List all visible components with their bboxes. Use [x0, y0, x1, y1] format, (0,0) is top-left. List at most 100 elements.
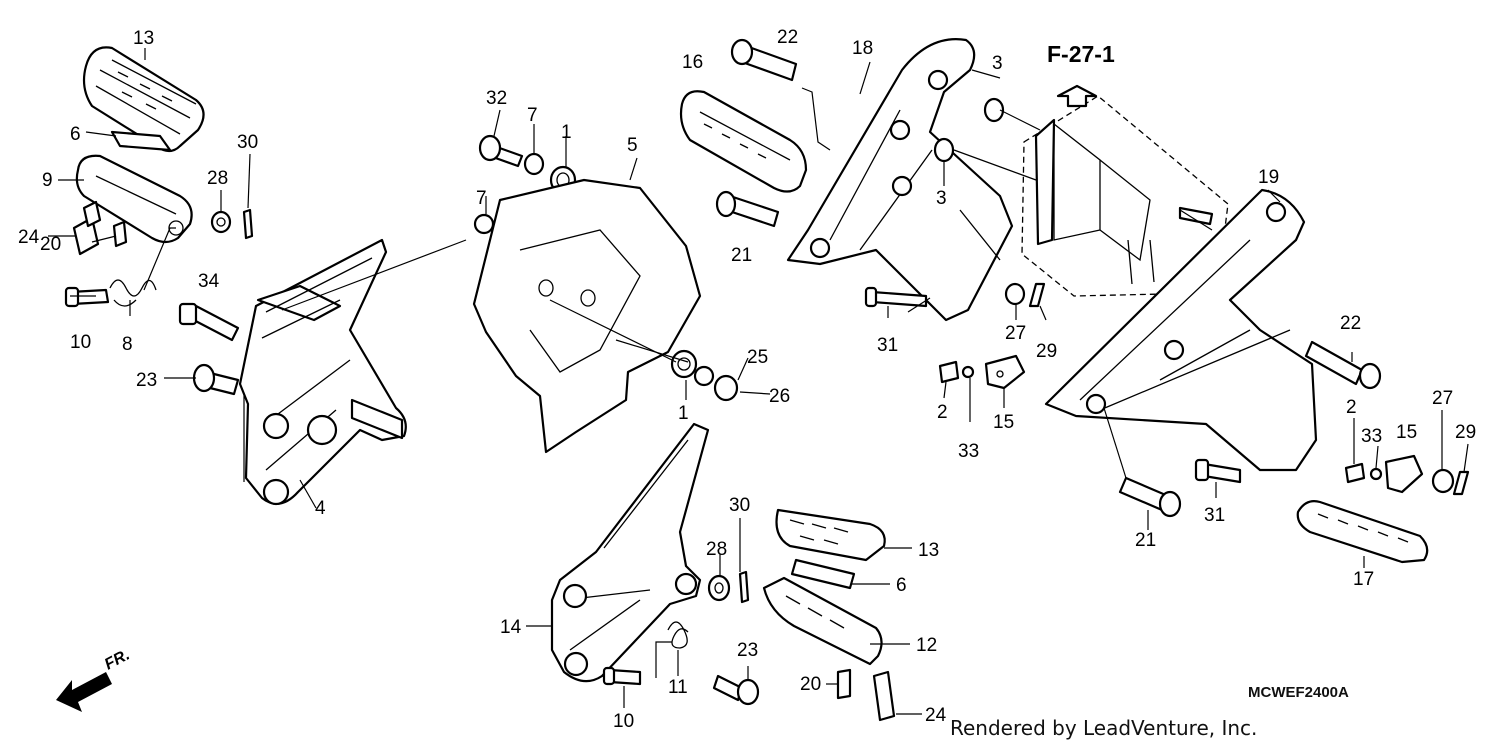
callout-10[interactable]: 10	[613, 711, 634, 732]
washer-27-right[interactable]	[1431, 468, 1455, 494]
pin-10-center[interactable]	[602, 666, 642, 686]
footpeg-bracket-left[interactable]	[75, 154, 193, 244]
callout-6[interactable]: 6	[70, 124, 81, 145]
bolt-22-top[interactable]	[730, 38, 798, 82]
footpeg-plate-left[interactable]	[110, 130, 172, 152]
callout-13[interactable]: 13	[918, 540, 939, 561]
clip-30-left[interactable]	[242, 208, 254, 240]
washer-28-center[interactable]	[707, 574, 731, 602]
callout-24[interactable]: 24	[925, 705, 947, 726]
footpeg-plate-center[interactable]	[790, 558, 856, 590]
footpeg-bracket-12[interactable]	[762, 576, 883, 666]
callout-29[interactable]: 29	[1036, 341, 1057, 362]
clip-30-center[interactable]	[738, 570, 750, 604]
footpeg-16[interactable]	[679, 90, 808, 193]
bolt-32[interactable]	[478, 134, 524, 168]
callout-23[interactable]: 23	[136, 370, 157, 391]
plate-15-right[interactable]	[1384, 454, 1424, 494]
callout-30[interactable]: 30	[237, 132, 258, 153]
callout-15[interactable]: 15	[993, 412, 1014, 433]
footpeg-rubber-left[interactable]	[82, 46, 205, 153]
callout-22[interactable]: 22	[1340, 313, 1361, 334]
spring-8[interactable]	[109, 279, 157, 307]
callout-8[interactable]: 8	[122, 334, 133, 355]
callout-2[interactable]: 2	[1346, 397, 1357, 418]
clip-29-top[interactable]	[1028, 282, 1046, 308]
callout-28[interactable]: 28	[207, 168, 228, 189]
plate-15-top[interactable]	[984, 354, 1026, 390]
callout-20[interactable]: 20	[800, 674, 821, 695]
pin-31-right[interactable]	[1194, 458, 1242, 484]
bolt-21-top[interactable]	[715, 190, 780, 228]
callout-2[interactable]: 2	[937, 402, 948, 423]
callout-1[interactable]: 1	[678, 403, 689, 424]
footpeg-17[interactable]	[1296, 500, 1429, 564]
collar-3-top[interactable]	[983, 97, 1005, 123]
callout-4[interactable]: 4	[315, 498, 326, 519]
pin-10-left[interactable]	[64, 286, 110, 308]
callout-14[interactable]: 14	[500, 617, 522, 638]
grommet-1b[interactable]	[670, 349, 698, 379]
collar-3-mid[interactable]	[933, 137, 955, 163]
washer-27-top[interactable]	[1004, 282, 1026, 306]
callout-27[interactable]: 27	[1005, 323, 1026, 344]
callout-21[interactable]: 21	[731, 245, 752, 266]
spring-2-right[interactable]	[1344, 462, 1366, 484]
callout-19[interactable]: 19	[1258, 167, 1279, 188]
pin-31-top[interactable]	[864, 286, 928, 308]
washer-25[interactable]	[693, 365, 715, 387]
callout-31[interactable]: 31	[877, 335, 898, 356]
screw-20-center[interactable]	[836, 668, 852, 700]
callout-7[interactable]: 7	[527, 105, 538, 126]
callout-32[interactable]: 32	[486, 88, 507, 109]
callout-27[interactable]: 27	[1432, 388, 1453, 409]
callout-9[interactable]: 9	[42, 170, 53, 191]
callout-29[interactable]: 29	[1455, 422, 1476, 443]
callout-20[interactable]: 20	[40, 234, 61, 255]
callout-10[interactable]: 10	[70, 332, 91, 353]
callout-3[interactable]: 3	[936, 188, 947, 209]
screw-20-left[interactable]	[112, 220, 128, 248]
callout-18[interactable]: 18	[852, 38, 873, 59]
callout-26[interactable]: 26	[769, 386, 790, 407]
bolt-24-center[interactable]	[872, 670, 896, 722]
clip-29-right[interactable]	[1452, 470, 1470, 496]
callout-1[interactable]: 1	[561, 122, 572, 143]
step-holder-19[interactable]	[1044, 188, 1318, 472]
collar-7b[interactable]	[473, 213, 495, 235]
callout-5[interactable]: 5	[627, 135, 638, 156]
callout-34[interactable]: 34	[198, 271, 220, 292]
callout-12[interactable]: 12	[916, 635, 937, 656]
cover-5[interactable]	[472, 178, 702, 454]
callout-22[interactable]: 22	[777, 27, 798, 48]
reference-label[interactable]: F-27-1	[1047, 41, 1115, 67]
callout-30[interactable]: 30	[729, 495, 750, 516]
bolt-23-center[interactable]	[712, 674, 760, 706]
collar-7a[interactable]	[523, 152, 545, 176]
callout-28[interactable]: 28	[706, 539, 727, 560]
callout-17[interactable]: 17	[1353, 569, 1374, 590]
callout-33[interactable]: 33	[1361, 426, 1382, 447]
callout-16[interactable]: 16	[682, 52, 703, 73]
bolt-21-right[interactable]	[1118, 476, 1182, 518]
footpeg-rubber-center[interactable]	[775, 508, 886, 562]
nut-26[interactable]	[713, 374, 739, 402]
spring-2-top[interactable]	[938, 360, 960, 384]
callout-25[interactable]: 25	[747, 347, 768, 368]
callout-33[interactable]: 33	[958, 441, 979, 462]
bolt-34[interactable]	[178, 302, 240, 342]
spring-11[interactable]	[667, 621, 689, 649]
callout-24[interactable]: 24	[18, 227, 40, 248]
washer-28-left[interactable]	[210, 210, 232, 234]
callout-15[interactable]: 15	[1396, 422, 1417, 443]
callout-21[interactable]: 21	[1135, 530, 1156, 551]
bolt-24-left[interactable]	[72, 200, 102, 256]
bolt-23-left[interactable]	[192, 363, 240, 396]
bolt-22-right[interactable]	[1304, 340, 1382, 390]
step-holder-18[interactable]	[786, 38, 1014, 322]
step-holder-14[interactable]	[550, 422, 710, 683]
ball-33-top[interactable]	[961, 365, 975, 379]
callout-7[interactable]: 7	[476, 188, 487, 209]
callout-11[interactable]: 11	[668, 677, 688, 698]
ball-33-right[interactable]	[1369, 467, 1383, 481]
